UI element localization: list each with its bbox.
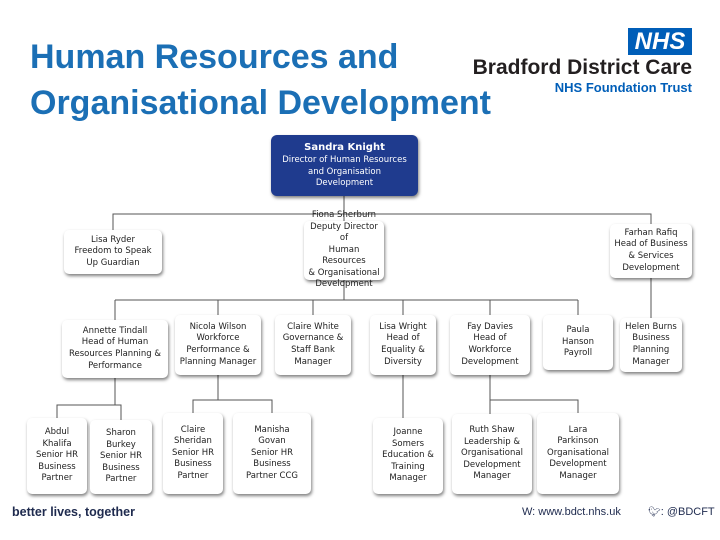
director-name: Sandra Knight [304,142,385,154]
org-box-ruth-shaw: Ruth Shaw Leadership & Organisational De… [452,414,532,494]
connector-claire-sheridan [192,375,219,413]
org-box-text: Abdul Khalifa Senior HR Business Partner [35,427,79,484]
connector-abdul [56,378,116,418]
org-box-text: Fiona Sherburn Deputy Director of Human … [308,209,380,290]
org-box-nicola-wilson: Nicola Wilson Workforce Performance & Pl… [175,315,261,375]
connector-lara [489,375,579,413]
page-title: Human Resources and Organisational Devel… [30,34,491,126]
footer-twitter: 🐦︎: @BDCFT [648,506,715,518]
org-box-text: Sharon Burkey Senior HR Business Partner [99,428,143,485]
org-box-text: Ruth Shaw Leadership & Organisational De… [461,425,523,482]
director-box: Sandra Knight Director of Human Resource… [271,135,418,196]
org-box-text: Claire White Governance & Staff Bank Man… [282,321,344,367]
org-box-text: Lisa Ryder Freedom to Speak Up Guardian [74,234,152,268]
org-box-text: Paula Hanson Payroll [561,325,594,359]
org-subtitle: NHS Foundation Trust [554,80,692,95]
org-box-text: Joanne Somers Education & Training Manag… [382,427,434,484]
org-box-claire-sheridan: Claire Sheridan Senior HR Business Partn… [163,413,223,494]
org-box-fay-davies: Fay Davies Head of Workforce Development [450,315,530,375]
org-box-helen-burns: Helen Burns Business Planning Manager [620,318,682,372]
footer-website: W: www.bdct.nhs.uk [522,506,621,518]
connector-manisha [218,399,273,413]
org-box-abdul-khalifa: Abdul Khalifa Senior HR Business Partner [27,418,87,494]
org-box-annette-tindall: Annette Tindall Head of Human Resources … [62,320,168,378]
org-box-lisa-ryder: Lisa Ryder Freedom to Speak Up Guardian [64,230,162,274]
twitter-bird-icon: 🐦︎ [648,507,661,518]
org-box-text: Helen Burns Business Planning Manager [625,321,677,367]
org-box-sharon-burkey: Sharon Burkey Senior HR Business Partner [90,420,152,494]
org-box-text: Claire Sheridan Senior HR Business Partn… [171,424,215,481]
footer-twitter-handle: : @BDCFT [660,506,715,518]
nhs-logo: NHS [628,28,692,55]
org-box-manisha-govan: Manisha Govan Senior HR Business Partner… [233,413,311,494]
org-box-text: Nicola Wilson Workforce Performance & Pl… [179,321,257,367]
org-box-text: Lisa Wright Head of Equality & Diversity [379,321,427,367]
org-box-farhan-rafiq: Farhan Rafiq Head of Business & Services… [610,224,692,278]
org-box-text: Manisha Govan Senior HR Business Partner… [245,424,299,481]
org-box-text: Lara Parkinson Organisational Developmen… [547,424,609,481]
org-box-lara-parkinson: Lara Parkinson Organisational Developmen… [537,413,619,494]
org-box-lisa-wright: Lisa Wright Head of Equality & Diversity [370,315,436,375]
org-box-text: Annette Tindall Head of Human Resources … [68,325,162,371]
org-box-text: Farhan Rafiq Head of Business & Services… [614,227,688,273]
title-line-2: Organisational Development [30,84,491,122]
footer-tagline: better lives, together [12,505,135,519]
director-role: Director of Human Resources and Organisa… [282,155,407,189]
org-name: Bradford District Care [472,56,692,79]
org-box-claire-white: Claire White Governance & Staff Bank Man… [275,315,351,375]
title-line-1: Human Resources and [30,38,399,76]
connector-director-farhan [344,213,652,224]
connector-director-lisa-ryder [112,196,345,230]
connector-sharon [115,404,122,420]
org-box-fiona-sherburn: Fiona Sherburn Deputy Director of Human … [304,210,384,289]
org-box-text: Fay Davies Head of Workforce Development [461,321,519,367]
org-box-joanne-somers: Joanne Somers Education & Training Manag… [373,418,443,494]
org-box-paula-hanson: Paula Hanson Payroll [543,315,613,370]
